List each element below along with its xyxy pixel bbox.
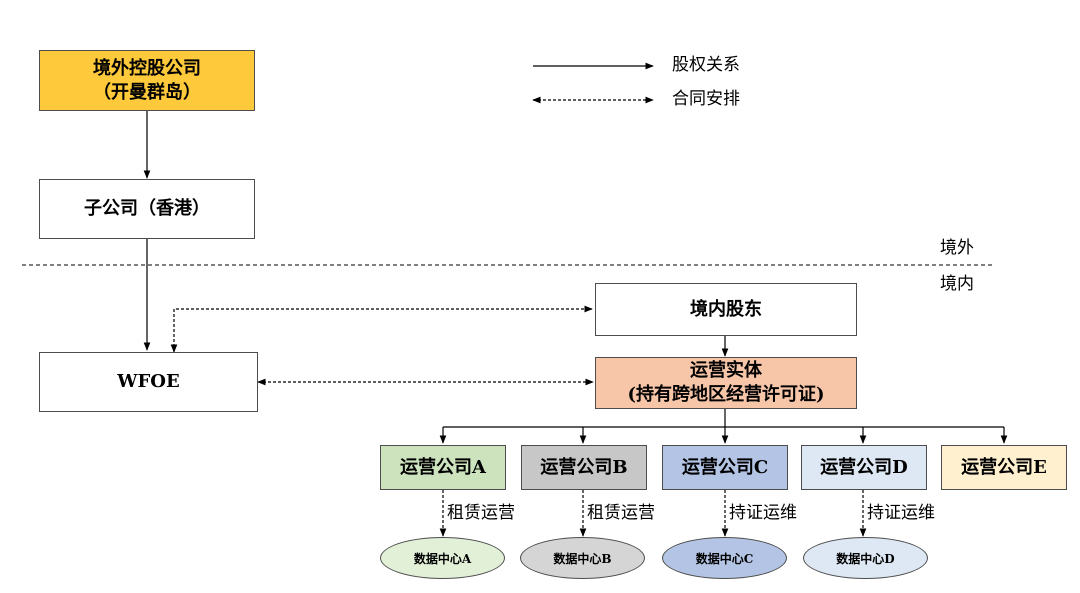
relation-label-d: 持证运维	[867, 503, 935, 523]
operating-company-a: 运营公司A	[380, 445, 506, 490]
operating-company-c: 运营公司C	[662, 445, 788, 490]
domestic-shareholder-label: 境内股东	[690, 298, 762, 320]
datacenter-c: 数据中心C	[662, 537, 787, 579]
domestic-shareholder-node: 境内股东	[595, 283, 857, 336]
datacenter-label: 数据中心C	[695, 551, 754, 566]
datacenter-label: 数据中心D	[836, 551, 895, 566]
operating-entity-license: (持有跨地区经营许可证)	[627, 384, 825, 405]
region-offshore-label: 境外	[940, 238, 974, 258]
operating-company-e: 运营公司E	[941, 445, 1067, 490]
offshore-holding-location: （开曼群岛）	[93, 81, 201, 103]
hk-subsidiary-label: 子公司（香港）	[84, 198, 210, 219]
hk-subsidiary-node: 子公司（香港）	[39, 179, 255, 239]
operating-entity-node: 运营实体 (持有跨地区经营许可证)	[595, 357, 857, 409]
wfoe-label: WFOE	[117, 371, 180, 392]
relation-label-b: 租赁运营	[587, 503, 655, 523]
operating-entity-name: 运营实体	[690, 360, 762, 381]
datacenter-label: 数据中心B	[553, 551, 612, 566]
operating-company-label: 运营公司C	[681, 456, 769, 478]
edge-wfoe-shareholder	[170, 305, 593, 353]
relation-label-a: 租赁运营	[447, 503, 515, 523]
offshore-holding-name: 境外控股公司	[93, 57, 201, 79]
operating-company-label: 运营公司E	[961, 456, 1047, 478]
offshore-holding-node: 境外控股公司 （开曼群岛）	[39, 50, 255, 111]
legend-equity-label: 股权关系	[672, 55, 740, 75]
operating-company-label: 运营公司D	[820, 456, 908, 478]
datacenter-d: 数据中心D	[803, 537, 928, 579]
relation-label-c: 持证运维	[729, 503, 797, 523]
legend-contract-label: 合同安排	[672, 89, 740, 109]
datacenter-label: 数据中心A	[413, 551, 472, 566]
region-onshore-label: 境内	[940, 274, 974, 294]
wfoe-node: WFOE	[39, 352, 258, 412]
operating-company-label: 运营公司B	[540, 456, 628, 478]
operating-company-b: 运营公司B	[521, 445, 647, 490]
datacenter-b: 数据中心B	[520, 537, 645, 579]
operating-company-d: 运营公司D	[801, 445, 927, 490]
datacenter-a: 数据中心A	[380, 537, 505, 579]
operating-company-label: 运营公司A	[400, 456, 486, 478]
